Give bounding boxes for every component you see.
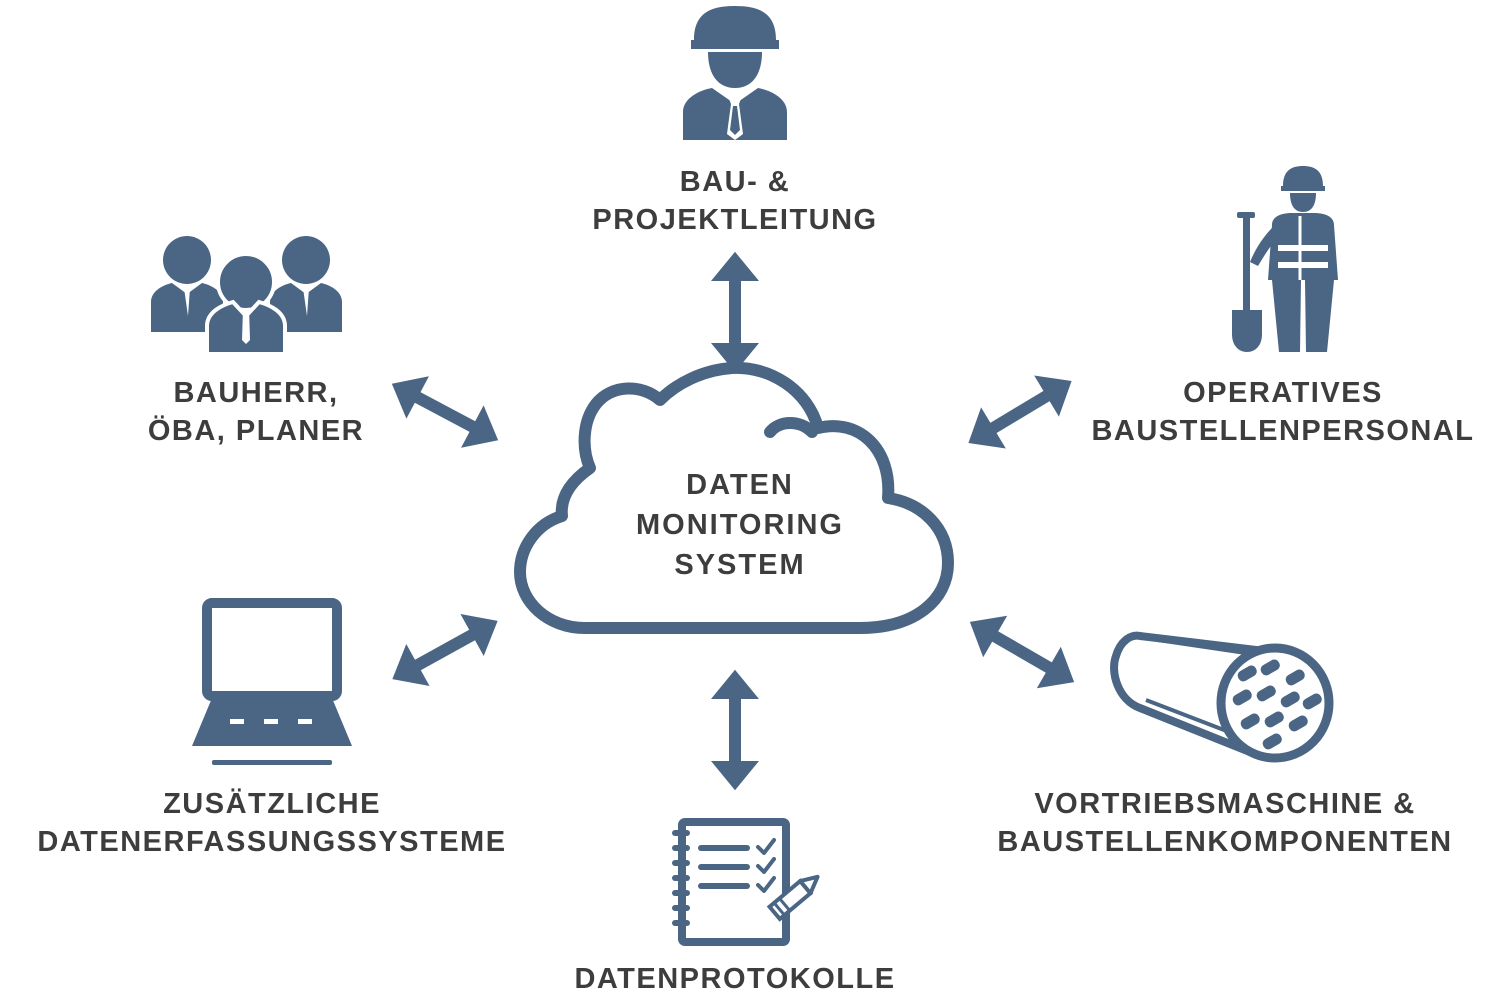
laptop-icon (192, 598, 352, 765)
node-label-bottom: DATENPROTOKOLLE (535, 960, 935, 996)
center-label-line-3: SYSTEM (674, 549, 806, 581)
node-label-bottom-right-line-2: BAUSTELLENKOMPONENTEN (997, 826, 1453, 858)
center-label: DATEN MONITORING SYSTEM (590, 465, 890, 585)
center-label-line-2: MONITORING (636, 509, 844, 541)
node-label-bottom-right: VORTRIEBSMASCHINE & BAUSTELLENKOMPONENTE… (955, 785, 1495, 861)
node-label-top-right-line-1: OPERATIVES (1183, 377, 1383, 409)
arrow-top (711, 251, 759, 373)
node-label-top-right-line-2: BAUSTELLENPERSONAL (1091, 415, 1475, 447)
node-label-bottom-left-line-1: ZUSÄTZLICHE (163, 788, 381, 820)
node-label-top-left-line-2: ÖBA, PLANER (147, 415, 365, 447)
group-icon (151, 236, 342, 356)
node-label-bottom-left-line-2: DATENERFASSUNGSSYSTEME (37, 826, 507, 858)
node-label-top-right: OPERATIVES BAUSTELLENPERSONAL (1063, 374, 1503, 450)
node-label-top-line-2: PROJEKTLEITUNG (592, 204, 878, 236)
arrow-bottom-right (957, 601, 1087, 703)
node-label-bottom-line-1: DATENPROTOKOLLE (574, 963, 896, 995)
node-label-bottom-right-line-1: VORTRIEBSMASCHINE & (1034, 788, 1416, 820)
tunnel-boring-machine-icon (1110, 631, 1334, 763)
worker-with-shovel-icon (1232, 166, 1338, 352)
center-label-line-1: DATEN (686, 469, 794, 501)
arrow-bottom-left (380, 599, 510, 701)
manager-icon (683, 6, 787, 140)
checklist-notebook-icon (672, 818, 820, 946)
node-label-top-left-line-1: BAUHERR, (173, 377, 339, 409)
cloud-icon (514, 361, 954, 634)
node-label-top-line-1: BAU- & (679, 166, 791, 198)
node-label-top-left: BAUHERR, ÖBA, PLANER (106, 374, 406, 450)
arrow-bottom (711, 669, 759, 791)
node-label-bottom-left: ZUSÄTZLICHE DATENERFASSUNGSSYSTEME (2, 785, 542, 861)
node-label-top: BAU- & PROJEKTLEITUNG (535, 163, 935, 239)
